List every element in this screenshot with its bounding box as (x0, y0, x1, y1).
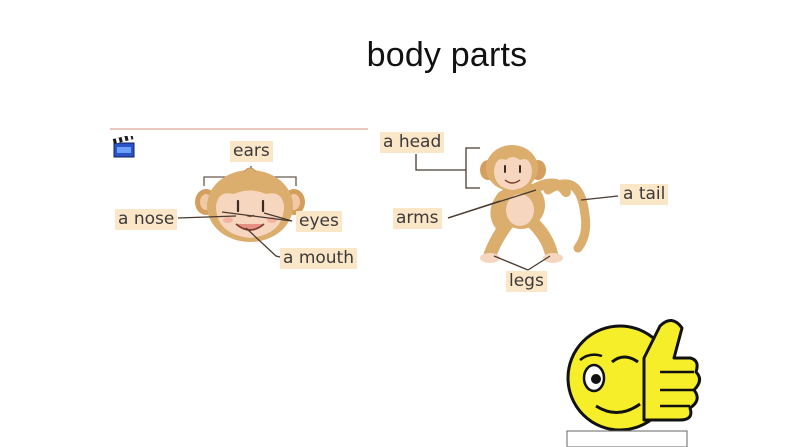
label-eyes: eyes (296, 211, 342, 232)
video-clip-icon[interactable] (112, 134, 138, 160)
label-legs: legs (506, 271, 547, 292)
label-ears: ears (230, 141, 273, 162)
picture-top-rule (110, 128, 368, 130)
label-mouth: a mouth (280, 248, 357, 269)
label-head: a head (380, 132, 445, 153)
label-tail: a tail (620, 184, 669, 205)
label-nose: a nose (115, 209, 178, 230)
label-arms: arms (393, 208, 442, 229)
page-title: body parts (366, 36, 528, 74)
